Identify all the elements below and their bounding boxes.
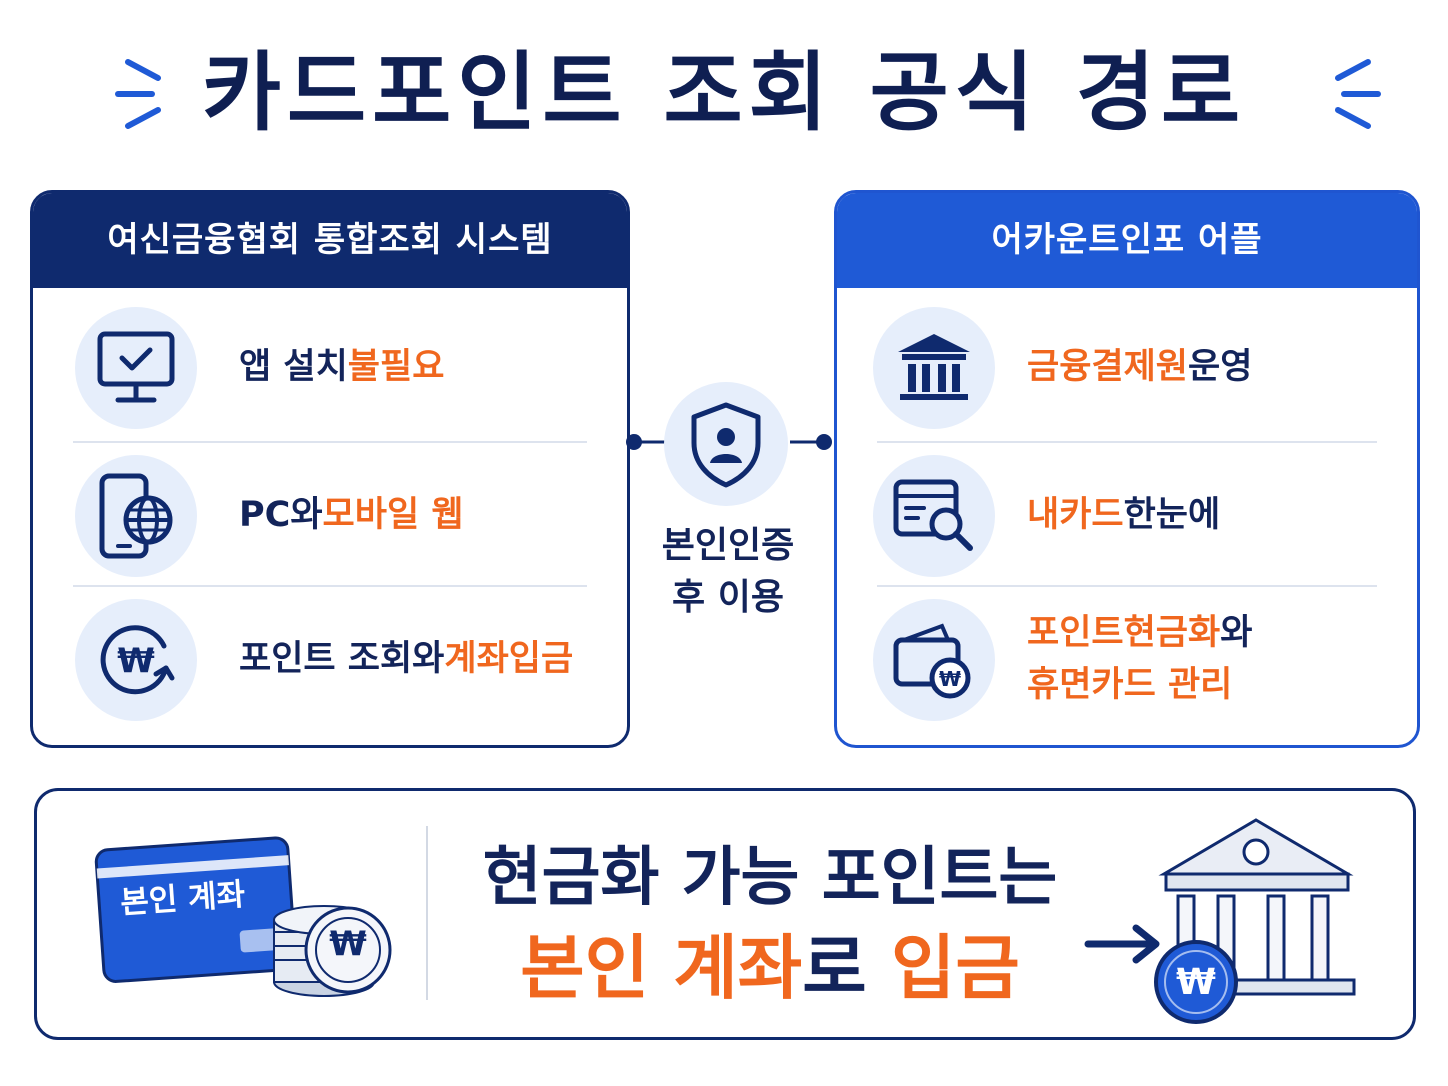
auth-line1: 본인인증 [661, 525, 795, 566]
sparkle-right-icon [1335, 59, 1381, 129]
right-panel-header: 어카운트인포 어플 [837, 193, 1417, 288]
right-panel: 어카운트인포 어플 금융결제원 운영 [834, 190, 1420, 748]
bank-building-icon [1154, 818, 1356, 1024]
divider [877, 585, 1377, 587]
arrow-right-icon [1084, 924, 1160, 964]
bottom-headline: 현금화 가능 포인트는 [482, 841, 1058, 915]
item-text: 포인트 조회와 계좌입금 [239, 639, 574, 679]
card-search-icon [873, 455, 995, 577]
list-item: 금융결제원 운영 [837, 295, 1417, 439]
won-refresh-icon: ₩ [75, 599, 197, 721]
item-text: 내카드 한눈에 [1027, 495, 1221, 535]
sparkle-left-icon [115, 59, 161, 129]
bank-coin-symbol: ₩ [1176, 962, 1216, 1003]
divider [73, 441, 587, 443]
shield-user-icon [664, 382, 788, 506]
bottom-emphasis: 본인 계좌로 입금 [520, 927, 1020, 1009]
coin-symbol: ₩ [329, 924, 367, 964]
divider [426, 826, 428, 1000]
list-item: PC와 모바일 웹 [33, 443, 627, 587]
left-panel-header: 여신금융협회 통합조회 시스템 [33, 193, 627, 288]
list-item: ₩ 포인트 조회와 계좌입금 [33, 587, 627, 731]
svg-text:₩: ₩ [939, 667, 961, 691]
left-panel: 여신금융협회 통합조회 시스템 앱 설치 불필요 [30, 190, 630, 748]
item-text: 금융결제원 운영 [1027, 347, 1253, 387]
item-text: PC와 모바일 웹 [239, 495, 464, 535]
divider [877, 441, 1377, 443]
connector-line [626, 434, 832, 450]
item-text: 포인트현금화와 휴면카드 관리 [1027, 613, 1253, 705]
auth-notice: 본인인증 후 이용 [630, 520, 826, 624]
auth-line2: 후 이용 [672, 577, 784, 618]
list-item: 내카드 한눈에 [837, 443, 1417, 587]
wallet-won-icon: ₩ [873, 599, 995, 721]
page-title: 카드포인트 조회 공식 경로 [201, 43, 1247, 143]
bank-icon [873, 307, 995, 429]
monitor-check-icon [75, 307, 197, 429]
divider [73, 585, 587, 587]
svg-text:₩: ₩ [117, 641, 155, 681]
list-item: 앱 설치 불필요 [33, 295, 627, 439]
phone-globe-icon [75, 455, 197, 577]
card-coins-icon [94, 836, 392, 997]
item-text: 앱 설치 불필요 [239, 347, 445, 387]
list-item: ₩ 포인트현금화와 휴면카드 관리 [837, 587, 1417, 731]
